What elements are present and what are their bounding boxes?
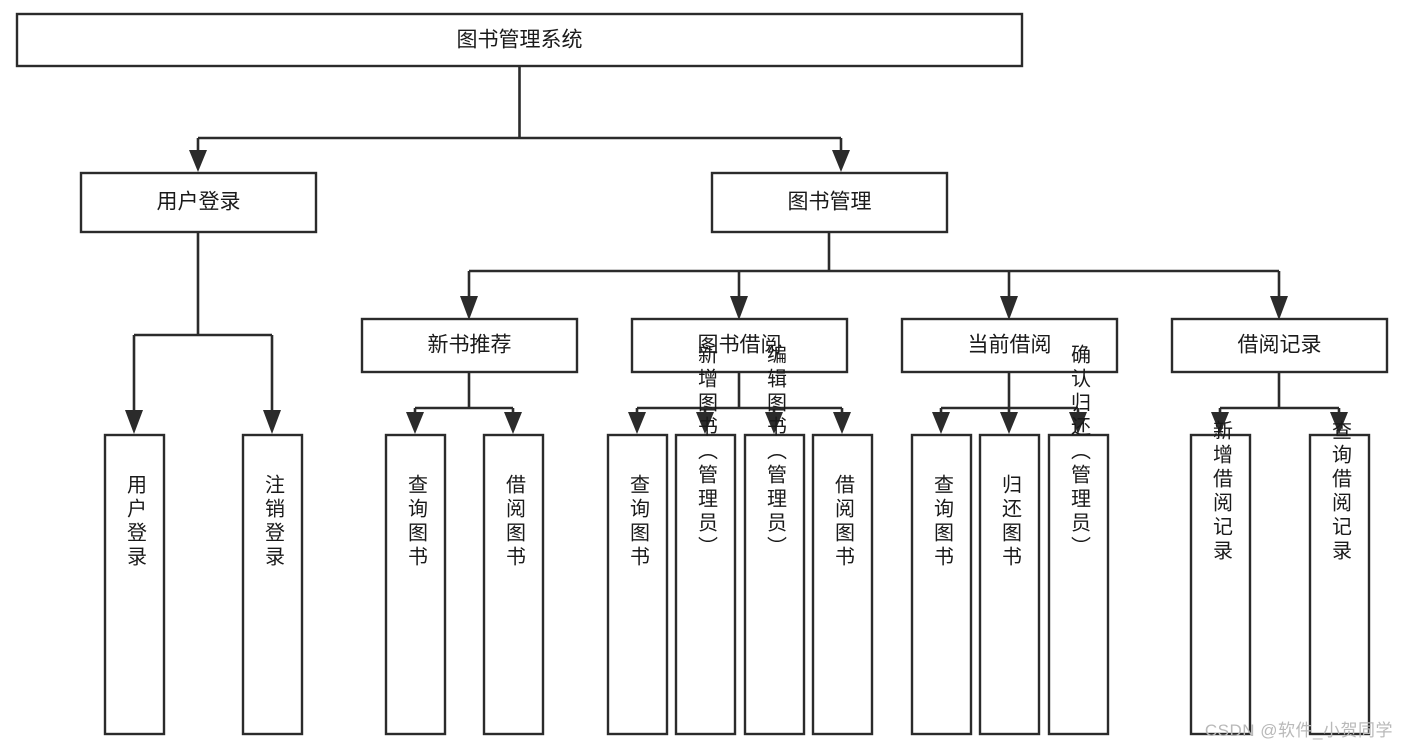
arrowhead-record bbox=[1270, 296, 1288, 320]
node-current-borrow-box bbox=[900, 317, 1119, 374]
leaf-user-login[interactable]: 用户登录 bbox=[103, 433, 166, 736]
leaf-add-borrow-record-label: 新增借阅记录 bbox=[1210, 420, 1233, 564]
node-user-login-label: 用户登录 bbox=[157, 191, 241, 214]
node-new-book-recommend[interactable]: 新书推荐 bbox=[360, 317, 579, 374]
arrowhead-newbook bbox=[460, 296, 478, 320]
node-root-label: 图书管理系统 bbox=[457, 29, 583, 52]
leaf-query-borrow-record-box bbox=[1308, 433, 1371, 736]
arrowhead-borrow-leaf4 bbox=[833, 412, 851, 434]
leaf-return-book-box bbox=[978, 433, 1041, 736]
leaf-add-book-admin[interactable]: 新增图书（管理员） bbox=[674, 344, 737, 736]
arrowhead-borrow-leaf2 bbox=[696, 412, 714, 434]
node-book-borrow-box bbox=[630, 317, 849, 374]
node-current-borrow[interactable]: 当前借阅 bbox=[900, 317, 1119, 374]
leaf-borrow-book-newbook[interactable]: 借阅图书 bbox=[482, 433, 545, 736]
arrowhead-current-leaf2 bbox=[1000, 412, 1018, 434]
leaf-add-book-admin-label: 新增图书（管理员） bbox=[695, 344, 718, 560]
leaf-return-book[interactable]: 归还图书 bbox=[978, 433, 1041, 736]
leaf-user-login-box bbox=[103, 433, 166, 736]
node-user-login[interactable]: 用户登录 bbox=[79, 171, 318, 234]
arrowhead-record-leaf2 bbox=[1330, 412, 1348, 434]
leaf-logout-box bbox=[241, 433, 304, 736]
leaf-borrow-book-newbook-label: 借阅图书 bbox=[503, 474, 526, 570]
leaf-user-login-label: 用户登录 bbox=[124, 474, 147, 570]
arrowhead-borrow-leaf1 bbox=[628, 412, 646, 434]
leaf-query-borrow-record[interactable]: 查询借阅记录 bbox=[1308, 420, 1371, 736]
leaf-edit-book-admin[interactable]: 编辑图书（管理员） bbox=[743, 344, 806, 736]
node-borrow-record[interactable]: 借阅记录 bbox=[1170, 317, 1389, 374]
leaf-return-book-label: 归还图书 bbox=[999, 474, 1022, 570]
leaf-logout[interactable]: 注销登录 bbox=[241, 433, 304, 736]
leaf-confirm-return-admin[interactable]: 确认归还（管理员） bbox=[1047, 344, 1110, 736]
leaf-add-borrow-record[interactable]: 新增借阅记录 bbox=[1189, 420, 1252, 736]
leaf-borrow-book-newbook-box bbox=[482, 433, 545, 736]
node-book-management[interactable]: 图书管理 bbox=[710, 171, 949, 234]
arrowhead-leaf-logout bbox=[263, 410, 281, 434]
leaf-edit-book-admin-box bbox=[743, 433, 806, 736]
arrowhead-user-login bbox=[189, 150, 207, 172]
leaf-query-book-newbook-label: 查询图书 bbox=[405, 474, 428, 570]
node-borrow-record-label: 借阅记录 bbox=[1238, 334, 1322, 357]
node-root-system[interactable]: 图书管理系统 bbox=[15, 12, 1024, 68]
leaf-borrow-book-borrow-box bbox=[811, 433, 874, 736]
leaf-confirm-return-admin-box bbox=[1047, 433, 1110, 736]
leaf-logout-label: 注销登录 bbox=[262, 474, 285, 570]
leaf-edit-book-admin-label: 编辑图书（管理员） bbox=[764, 344, 787, 560]
arrowhead-current-leaf3 bbox=[1069, 412, 1087, 434]
arrowhead-current bbox=[1000, 296, 1018, 320]
leaf-add-book-admin-box bbox=[674, 433, 737, 736]
node-new-book-recommend-box bbox=[360, 317, 579, 374]
node-book-management-label: 图书管理 bbox=[788, 191, 872, 214]
node-book-borrow[interactable]: 图书借阅 bbox=[630, 317, 849, 374]
leaf-confirm-return-admin-label: 确认归还（管理员） bbox=[1068, 344, 1091, 560]
leaf-query-book-current[interactable]: 查询图书 bbox=[910, 433, 973, 736]
arrowhead-current-leaf1 bbox=[932, 412, 950, 434]
arrowhead-borrow bbox=[730, 296, 748, 320]
leaf-query-borrow-record-label: 查询借阅记录 bbox=[1329, 420, 1352, 564]
leaf-query-book-borrow[interactable]: 查询图书 bbox=[606, 433, 669, 736]
connector-layer bbox=[125, 66, 1348, 434]
node-borrow-record-box bbox=[1170, 317, 1389, 374]
leaf-query-book-newbook-box bbox=[384, 433, 447, 736]
leaf-borrow-book-borrow-label: 借阅图书 bbox=[832, 474, 855, 570]
node-book-borrow-label: 图书借阅 bbox=[698, 334, 782, 357]
csdn-watermark: CSDN @软件_小贺同学 bbox=[1204, 721, 1393, 740]
leaf-query-book-borrow-box bbox=[606, 433, 669, 736]
leaf-query-book-current-label: 查询图书 bbox=[931, 474, 954, 570]
node-root-box bbox=[15, 12, 1024, 68]
node-new-book-recommend-label: 新书推荐 bbox=[428, 334, 512, 357]
arrowhead-leaf-user-login bbox=[125, 410, 143, 434]
leaf-add-borrow-record-box bbox=[1189, 433, 1252, 736]
node-current-borrow-label: 当前借阅 bbox=[968, 334, 1052, 357]
arrowhead-book-mgmt bbox=[832, 150, 850, 172]
node-book-management-box bbox=[710, 171, 949, 234]
leaf-query-book-newbook[interactable]: 查询图书 bbox=[384, 433, 447, 736]
arrowhead-newbook-leaf1 bbox=[406, 412, 424, 434]
arrowhead-record-leaf1 bbox=[1211, 412, 1229, 434]
node-user-login-box bbox=[79, 171, 318, 234]
leaf-borrow-book-borrow[interactable]: 借阅图书 bbox=[811, 433, 874, 736]
leaf-query-book-borrow-label: 查询图书 bbox=[627, 474, 650, 570]
arrowhead-borrow-leaf3 bbox=[765, 412, 783, 434]
leaf-query-book-current-box bbox=[910, 433, 973, 736]
arrowhead-newbook-leaf2 bbox=[504, 412, 522, 434]
